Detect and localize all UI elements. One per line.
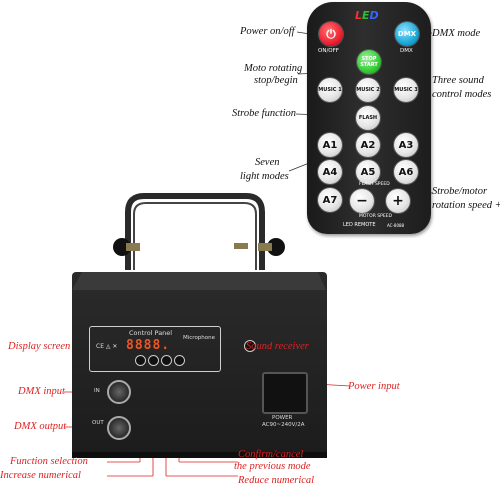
label-reduce-numerical: Reduce numerical — [238, 475, 315, 486]
label-dmx-output: DMX output — [14, 421, 67, 432]
power-label: POWER — [272, 415, 293, 421]
speed-minus-button[interactable]: − — [350, 189, 374, 213]
label-strobe-motor-2: rotation speed +/- — [432, 200, 500, 211]
a7-button[interactable]: A7 — [318, 188, 342, 212]
enter-button[interactable] — [174, 355, 185, 366]
label-increase-numerical: Increase numerical — [0, 470, 81, 481]
flash-speed-caption: FLASH SPEED — [359, 182, 390, 187]
power-socket[interactable] — [262, 372, 308, 414]
microphone-label: Microphone — [183, 335, 216, 341]
sound-receiver — [244, 340, 256, 352]
remote-control: LED ⏻ ON/OFF DMX DMX STOP START MUSIC 1 … — [307, 2, 431, 234]
certification-marks: CE ◬ ✕ — [96, 343, 118, 350]
dmx-caption: DMX — [400, 48, 413, 54]
label-seven-1: Seven — [255, 157, 280, 168]
label-confirm-cancel-2: the previous mode — [234, 461, 311, 472]
a3-button[interactable]: A3 — [394, 133, 418, 157]
in-label: IN — [94, 388, 100, 394]
label-dmx-input: DMX input — [18, 386, 65, 397]
dmx-input-port[interactable] — [107, 380, 131, 404]
a5-button[interactable]: A5 — [356, 160, 380, 184]
label-three-sound-1: Three sound — [432, 75, 484, 86]
label-strobe-motor-1: Strobe/motor — [432, 186, 488, 197]
label-dmx-mode: DMX mode — [432, 28, 481, 39]
label-function-selection: Function selection — [10, 456, 88, 467]
a4-button[interactable]: A4 — [318, 160, 342, 184]
power-caption: ON/OFF — [318, 48, 339, 54]
remote-model-caption: LED REMOTE — [343, 222, 376, 228]
flash-button[interactable]: FLASH — [356, 106, 380, 130]
speed-plus-button[interactable]: + — [386, 189, 410, 213]
label-power-input: Power input — [348, 381, 400, 392]
music-3-button[interactable]: MUSIC 3 — [394, 78, 418, 102]
power-button[interactable]: ⏻ — [319, 22, 343, 46]
display-screen: 8888. — [126, 338, 171, 353]
dmx-output-port[interactable] — [107, 416, 131, 440]
stop-start-button[interactable]: STOP START — [357, 50, 381, 74]
mode-button[interactable] — [135, 355, 146, 366]
a1-button[interactable]: A1 — [318, 133, 342, 157]
label-power-on-off: Power on/off — [240, 26, 295, 37]
label-display-screen: Display screen — [8, 341, 71, 352]
label-moto-rotating-2: stop/begin — [254, 75, 298, 86]
remote-code-caption: AC-8088 — [387, 223, 405, 228]
dmx-button[interactable]: DMX — [395, 22, 419, 46]
label-strobe-function: Strobe function — [232, 108, 297, 119]
label-moto-rotating-1: Moto rotating — [244, 63, 303, 74]
label-three-sound-2: control modes — [432, 89, 492, 100]
label-confirm-cancel-1: Confirm/cancel — [238, 449, 304, 460]
control-panel-title: Control Panel — [129, 329, 173, 337]
a6-button[interactable]: A6 — [394, 160, 418, 184]
down-button[interactable] — [161, 355, 172, 366]
music-2-button[interactable]: MUSIC 2 — [356, 78, 380, 102]
power-spec-label: AC90~240V/2A — [262, 422, 305, 428]
led-brand-text: LED — [355, 9, 379, 22]
label-seven-2: light modes — [240, 171, 289, 182]
a2-button[interactable]: A2 — [356, 133, 380, 157]
motor-speed-caption: MOTOR SPEED — [359, 214, 392, 219]
label-sound-receiver: Sound receiver — [246, 341, 309, 352]
music-1-button[interactable]: MUSIC 1 — [318, 78, 342, 102]
up-button[interactable] — [148, 355, 159, 366]
out-label: OUT — [92, 420, 104, 426]
control-panel — [89, 326, 221, 372]
